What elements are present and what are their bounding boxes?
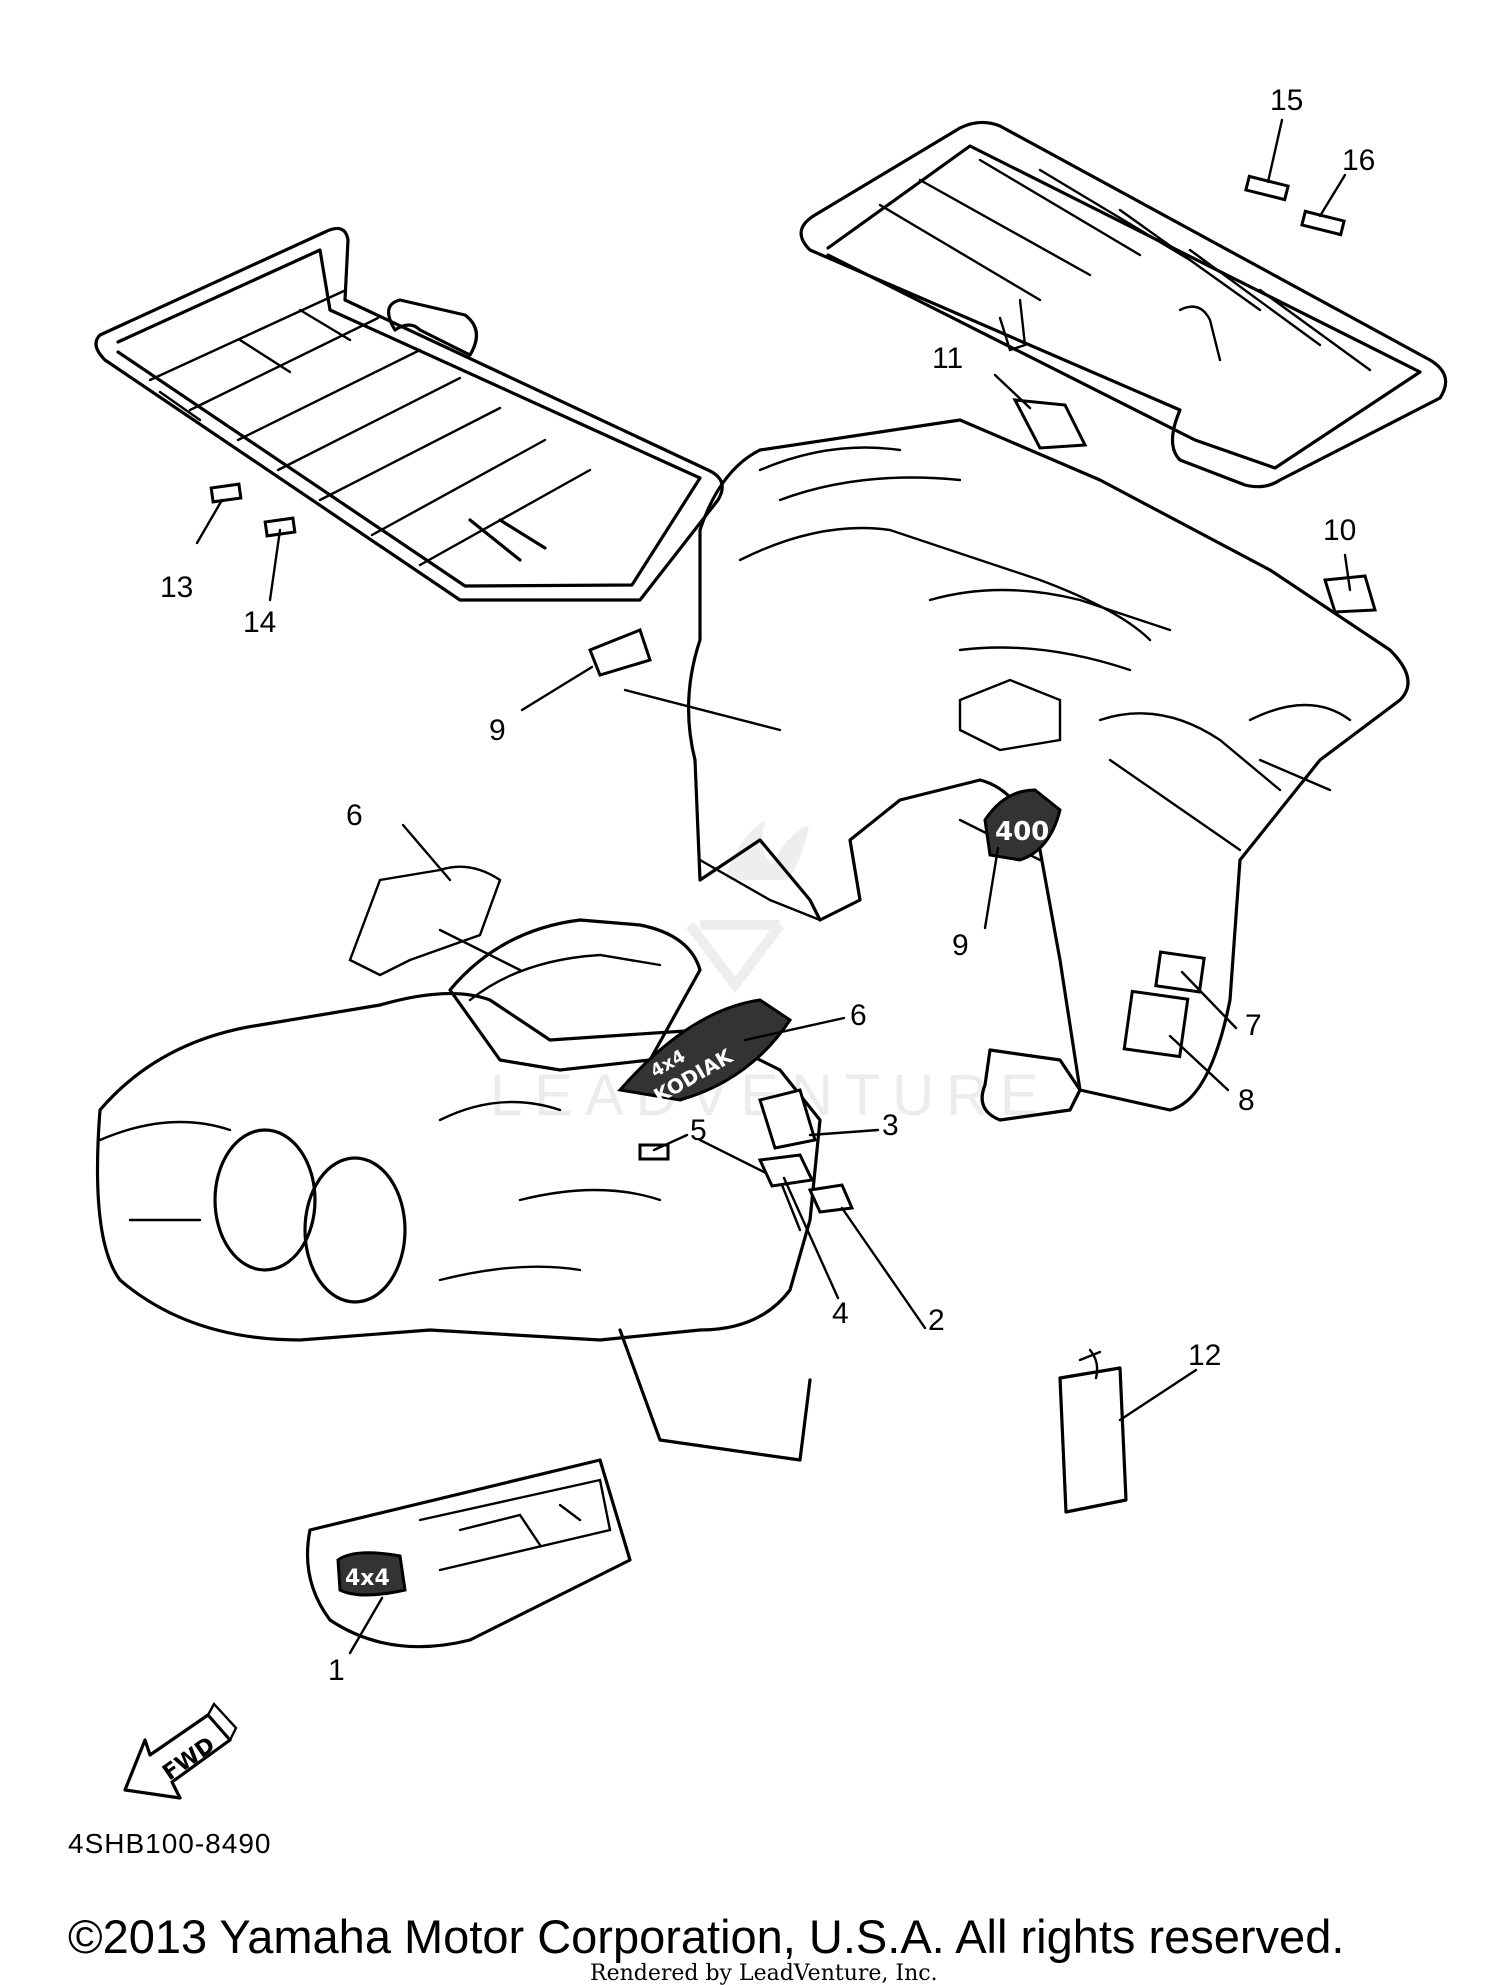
callout-9-left: 9 (489, 714, 506, 747)
front-decal-6 (348, 865, 502, 977)
front-decal-5 (638, 1143, 670, 1161)
fwd-label: FWD (158, 1732, 219, 1785)
rear-fender: 400 (588, 398, 1410, 1122)
fender-decal-9-left (588, 628, 652, 677)
callout-13: 13 (160, 571, 193, 604)
callout-16: 16 (1342, 144, 1375, 177)
callout-numbers: 1 2 3 4 5 6 6 7 8 9 9 10 11 12 13 14 15 … (160, 84, 1375, 1687)
callout-6-hood: 6 (850, 999, 867, 1032)
headlight-right (303, 1156, 407, 1304)
callout-10: 10 (1323, 514, 1356, 547)
callout-4: 4 (832, 1297, 849, 1330)
front-decal-2 (807, 1183, 855, 1214)
front-badge-text: 4x4 (345, 1566, 390, 1591)
headlight-left (213, 1128, 317, 1272)
front-grille: 4x4 (305, 1458, 632, 1649)
watermark: LEADVENTURE (490, 820, 1039, 1128)
info-tag-12 (1058, 1348, 1128, 1514)
callout-1: 1 (328, 1654, 345, 1687)
rendered-by-notice: Rendered by LeadVenture, Inc. (590, 1961, 938, 1985)
callout-2: 2 (928, 1304, 945, 1337)
callout-9-right: 9 (952, 929, 969, 962)
rack-decal-13 (209, 482, 243, 504)
callout-8: 8 (1238, 1084, 1255, 1117)
fender-decal-8 (1122, 989, 1190, 1059)
callout-15: 15 (1270, 84, 1303, 117)
callout-11: 11 (932, 342, 963, 375)
fender-decal-10 (1323, 574, 1377, 614)
side-badge-text: 400 (995, 817, 1049, 847)
rear-carrier-rack (799, 120, 1448, 489)
fender-decal-11 (1012, 398, 1088, 450)
callout-12: 12 (1188, 1339, 1221, 1372)
leader-lines (195, 118, 1352, 1655)
callout-6-top: 6 (346, 799, 363, 832)
callout-14: 14 (243, 606, 276, 639)
front-fender: 4x4 KODIAK (95, 865, 855, 1462)
fwd-arrow: FWD (123, 1701, 238, 1800)
side-badge-400 (983, 788, 1062, 862)
part-code: 4SHB100-8490 (68, 1828, 271, 1859)
copyright-notice: ©2013 Yamaha Motor Corporation, U.S.A. A… (68, 1910, 1344, 1963)
callout-5: 5 (690, 1114, 707, 1147)
front-decal-3 (758, 1088, 817, 1150)
front-carrier-rack (94, 226, 724, 602)
callout-3: 3 (882, 1109, 899, 1142)
rack-decal-15 (1244, 174, 1290, 202)
rack-decal-16 (1300, 209, 1346, 237)
rack-decal-14 (263, 516, 297, 538)
front-badge-4x4 (336, 1551, 407, 1597)
kodiak-emblem (617, 998, 793, 1102)
front-decal-4 (757, 1153, 815, 1188)
callout-7: 7 (1245, 1009, 1262, 1042)
